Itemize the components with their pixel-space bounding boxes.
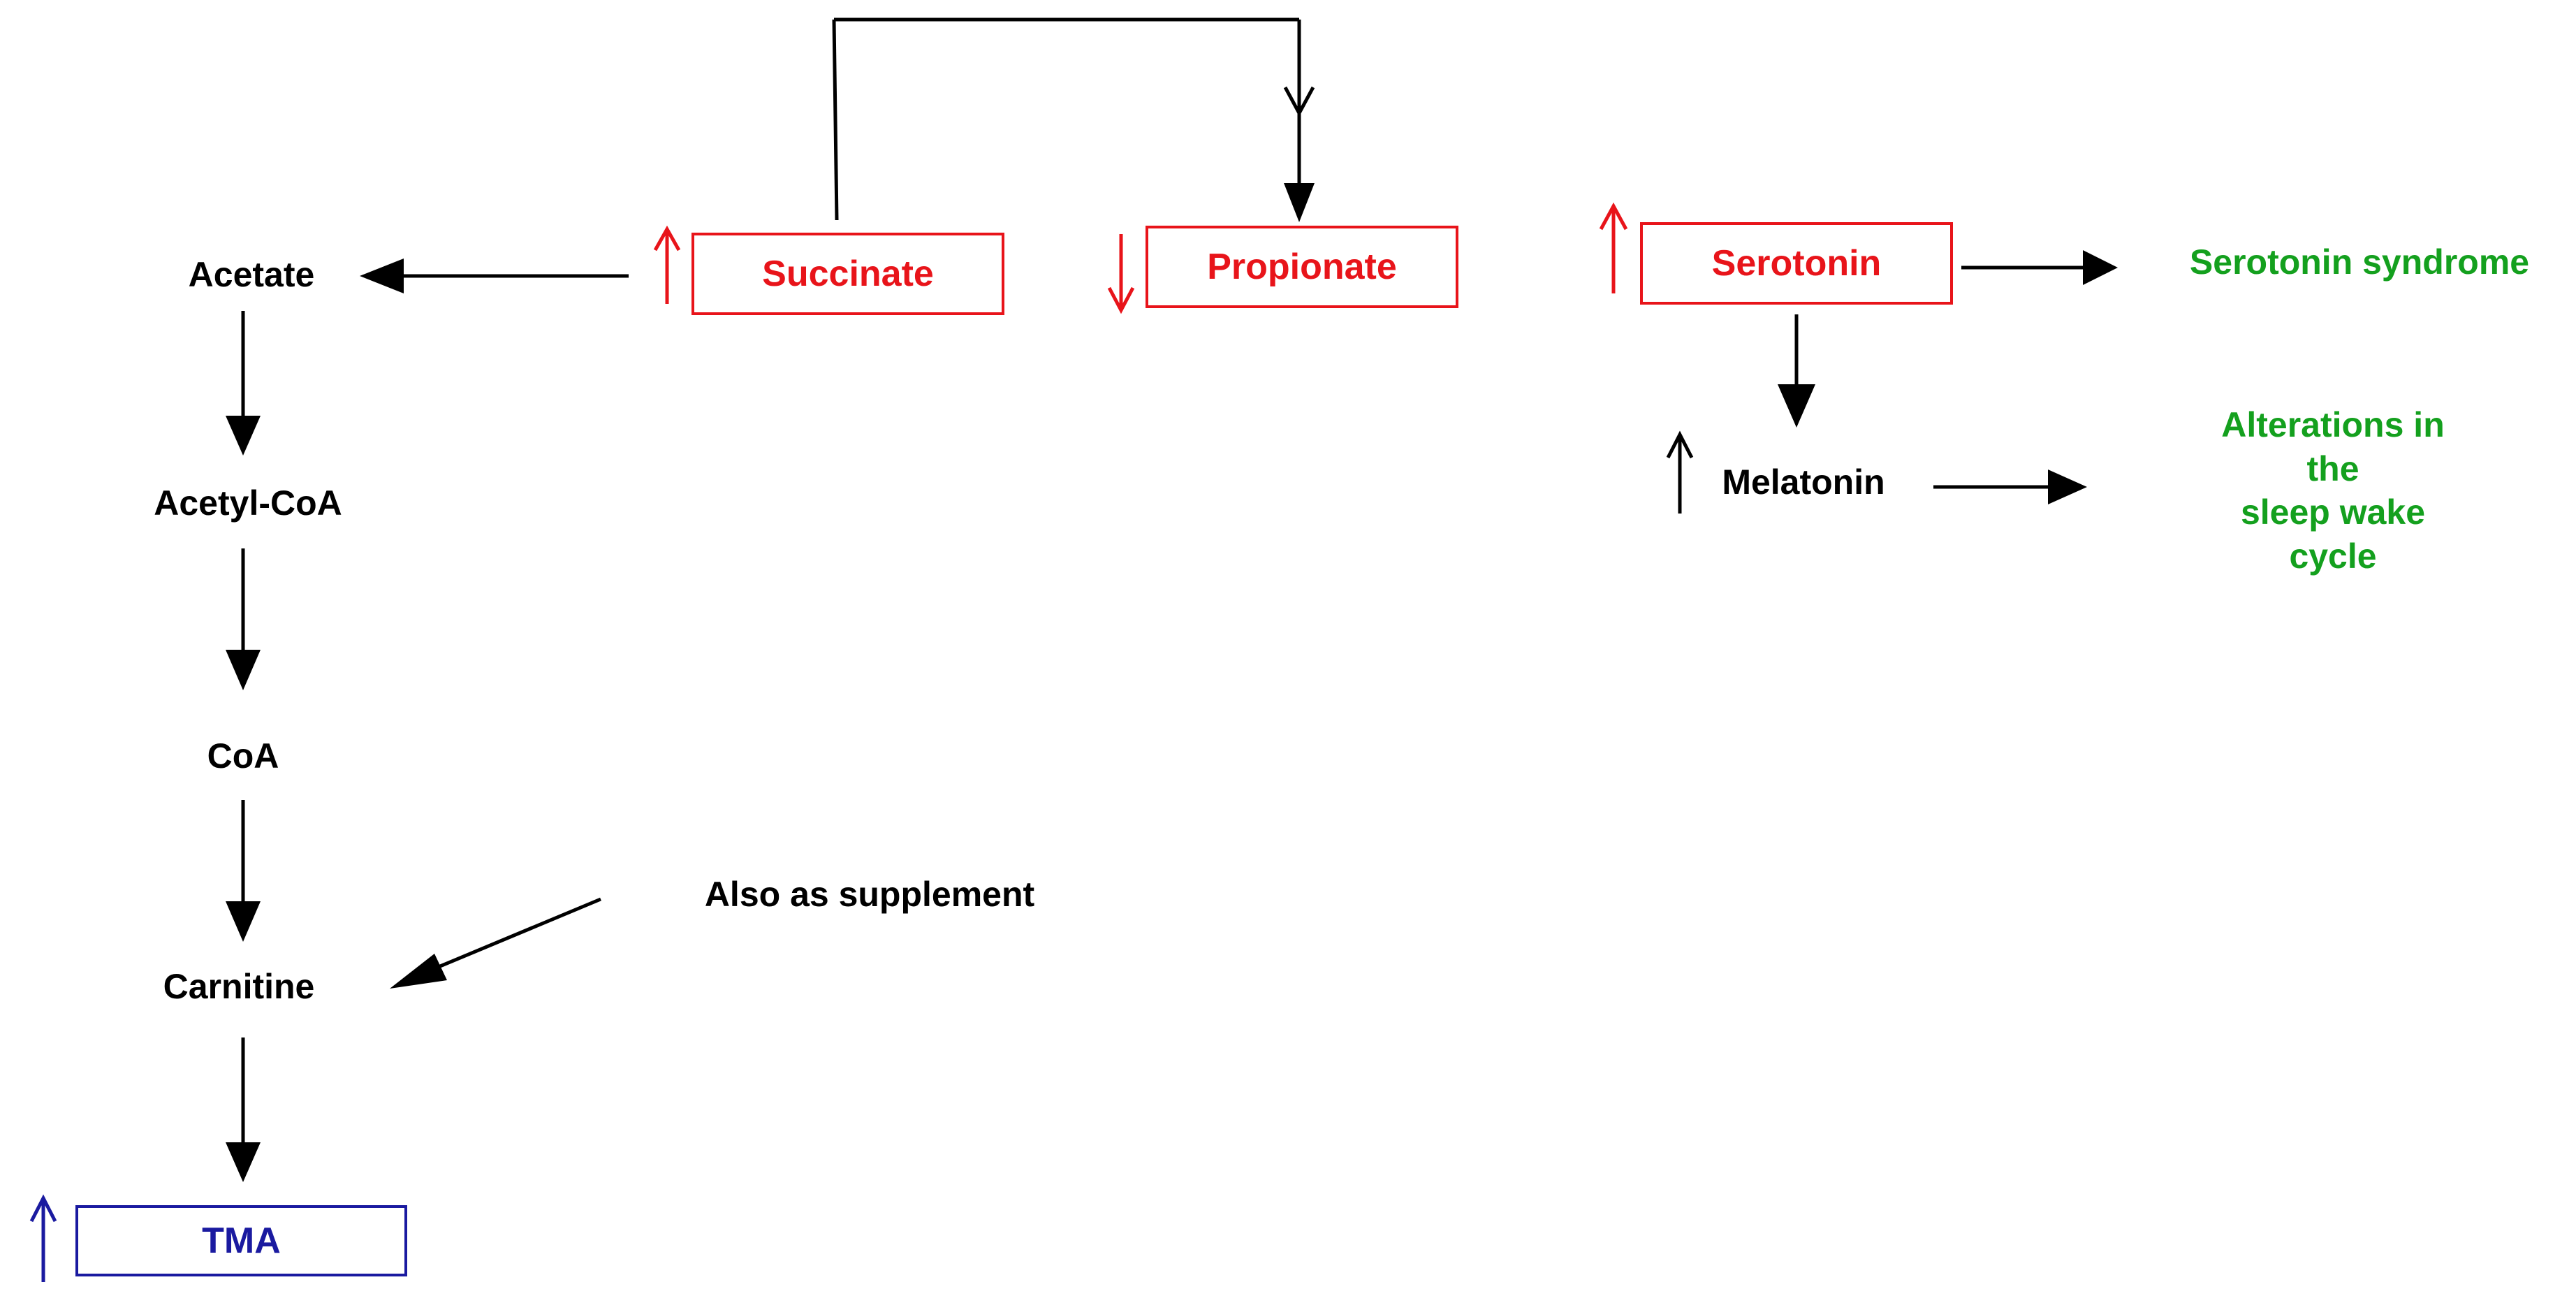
tma-box: TMA (75, 1205, 407, 1276)
acetate-label: Acetate (188, 255, 315, 294)
serotonin-branch-arrows (1794, 265, 2085, 489)
propionate-arrowhead-icon (1284, 183, 1315, 222)
serotonin-syndrome-label: Serotonin syndrome (2189, 242, 2530, 282)
succinate-box: Succinate (691, 233, 1004, 315)
melatonin-label: Melatonin (1722, 463, 1885, 502)
serotonin-box: Serotonin (1640, 222, 1953, 305)
melatonin-up-indicator-icon (1666, 430, 1694, 514)
carnitine-arrowhead-icon (226, 901, 261, 942)
tma-arrowhead-icon (226, 1142, 261, 1182)
coa-arrowhead-icon (226, 650, 261, 690)
acetylcoa-arrowhead-icon (226, 416, 261, 456)
propionate-down-indicator-icon (1107, 234, 1135, 314)
melatonin-arrowhead-icon (1778, 384, 1815, 428)
sleep-wake-label: Alterations in the sleep wake cycle (2211, 403, 2454, 578)
supplement-label: Also as supplement (704, 875, 1035, 914)
propionate-label: Propionate (1207, 247, 1397, 287)
sleep-arrowhead-icon (2048, 469, 2087, 504)
sleep-wake-line-2: sleep wake cycle (2240, 493, 2426, 576)
loop-riser-line (832, 19, 839, 221)
syndrome-arrowhead-icon (2083, 250, 2118, 285)
serotonin-up-indicator-icon (1599, 202, 1628, 293)
propionate-box: Propionate (1146, 226, 1458, 308)
tma-up-indicator-icon (29, 1194, 57, 1282)
acetate-arrowhead-icon (360, 259, 404, 293)
coa-label: CoA (207, 736, 279, 776)
acetyl-coa-label: Acetyl-CoA (154, 483, 342, 523)
acetate-chain-arrows (241, 274, 629, 1146)
succinate-label: Succinate (762, 254, 934, 294)
loop-chevron-icon (1283, 86, 1315, 117)
sleep-wake-line-1: Alterations in the (2221, 405, 2445, 488)
supplement-arrowhead-icon (390, 954, 447, 989)
serotonin-label: Serotonin (1711, 243, 1882, 284)
succinate-up-indicator-icon (653, 225, 681, 304)
carnitine-label: Carnitine (163, 967, 315, 1006)
tma-label: TMA (202, 1221, 281, 1261)
succinate-to-propionate-connector (832, 17, 1315, 221)
supplement-to-carnitine-line (439, 897, 601, 968)
